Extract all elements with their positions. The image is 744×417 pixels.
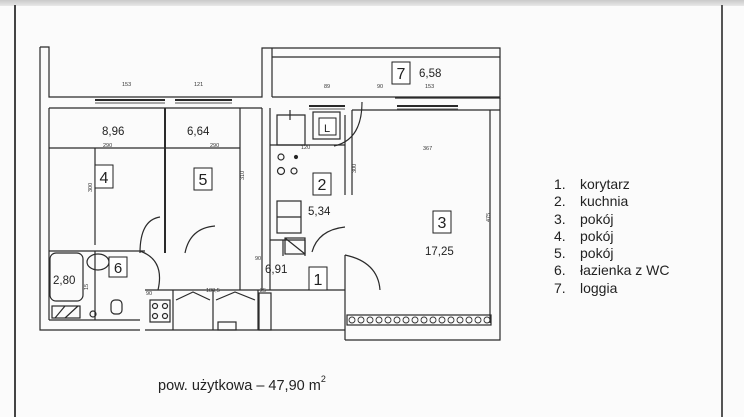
- legend-label: loggia: [580, 279, 618, 296]
- page-border-left: [14, 5, 16, 417]
- room-3-box: [432, 210, 452, 234]
- room-legend: 1. korytarz 2. kuchnia 3. pokój 4. pokój 5. p…: [554, 176, 669, 297]
- room-1-number: 1: [314, 272, 323, 289]
- outer-wall-top: [40, 46, 501, 99]
- dim-room-3-width: 367: [423, 146, 432, 152]
- room-3-area: 17,25: [425, 246, 454, 258]
- dim-hall-door: 90: [255, 256, 261, 262]
- legend-number: 4.: [554, 227, 566, 244]
- room-5-number: 5: [199, 172, 208, 189]
- dim-loggia-a: 89: [324, 84, 330, 90]
- usable-area-caption: pow. użytkowa – 47,90 m2: [158, 374, 326, 394]
- room-4-number: 4: [100, 170, 109, 187]
- legend-item: 5. pokój: [554, 245, 669, 262]
- legend-item: 3. pokój: [554, 211, 669, 228]
- room-6-area: 2,80: [53, 275, 75, 287]
- dim-column: 25: [260, 288, 266, 294]
- room-4-box: [94, 164, 114, 189]
- dim-kitchen-side: 300: [352, 164, 358, 173]
- page-border-right: [721, 5, 723, 417]
- room-1-box: [308, 266, 328, 291]
- room-6-number: 6: [114, 260, 122, 277]
- dim-loggia-c: 153: [425, 84, 434, 90]
- legend-item: 1. korytarz: [554, 176, 669, 193]
- legend-item: 7. loggia: [554, 280, 669, 297]
- room-3-number: 3: [438, 215, 447, 232]
- legend-item: 6. łazienka z WC: [554, 262, 669, 279]
- room-7-number: 7: [397, 66, 406, 83]
- room-7-area: 6,58: [419, 68, 441, 80]
- room-7-box: [391, 61, 411, 85]
- dim-loggia-b: 90: [377, 84, 383, 90]
- dim-bath-small: 15: [84, 284, 90, 290]
- room-4-area: 8,96: [102, 126, 124, 138]
- dim-room-5-width: 290: [210, 143, 219, 149]
- area-unit-superscript: 2: [320, 374, 326, 384]
- dim-room-4-width: 290: [103, 143, 112, 149]
- legend-number: 1.: [554, 176, 566, 192]
- room-2-box: [312, 172, 332, 196]
- legend-number: 6.: [554, 262, 566, 279]
- legend-label: pokój: [580, 245, 614, 262]
- room-1-area: 6,91: [265, 264, 287, 276]
- room-5-area: 6,64: [187, 126, 210, 138]
- room-2-number: 2: [318, 177, 327, 194]
- legend-number: 7.: [554, 279, 566, 296]
- fridge-label: L: [324, 123, 330, 135]
- dim-window-5: 121: [194, 82, 203, 88]
- legend-label: korytarz: [580, 176, 630, 192]
- room-5-box: [193, 167, 213, 191]
- dim-room-5-height: 310: [240, 171, 246, 180]
- legend-label: pokój: [580, 210, 614, 227]
- usable-area-text: pow. użytkowa – 47,90 m: [158, 377, 321, 394]
- legend-number: 2.: [554, 193, 566, 210]
- legend-label: łazienka z WC: [580, 262, 670, 279]
- dim-counter: 188,5: [206, 288, 220, 294]
- legend-number: 5.: [554, 245, 566, 262]
- legend-number: 3.: [554, 210, 566, 227]
- dim-room-3-height: 475: [486, 213, 492, 222]
- legend-label: pokój: [580, 227, 614, 244]
- dim-bath-door: 90: [146, 291, 152, 297]
- fridge-box: [318, 117, 337, 136]
- legend-item: 2. kuchnia: [554, 193, 669, 210]
- room-2-area: 5,34: [308, 206, 331, 218]
- dim-kitchen-width: 120: [301, 145, 310, 151]
- room-6-box: [108, 256, 128, 278]
- scan-top-edge: [0, 0, 744, 6]
- dim-window-4: 153: [122, 82, 131, 88]
- legend-item: 4. pokój: [554, 228, 669, 245]
- legend-label: kuchnia: [580, 193, 629, 210]
- dim-room-4-height: 300: [88, 183, 94, 192]
